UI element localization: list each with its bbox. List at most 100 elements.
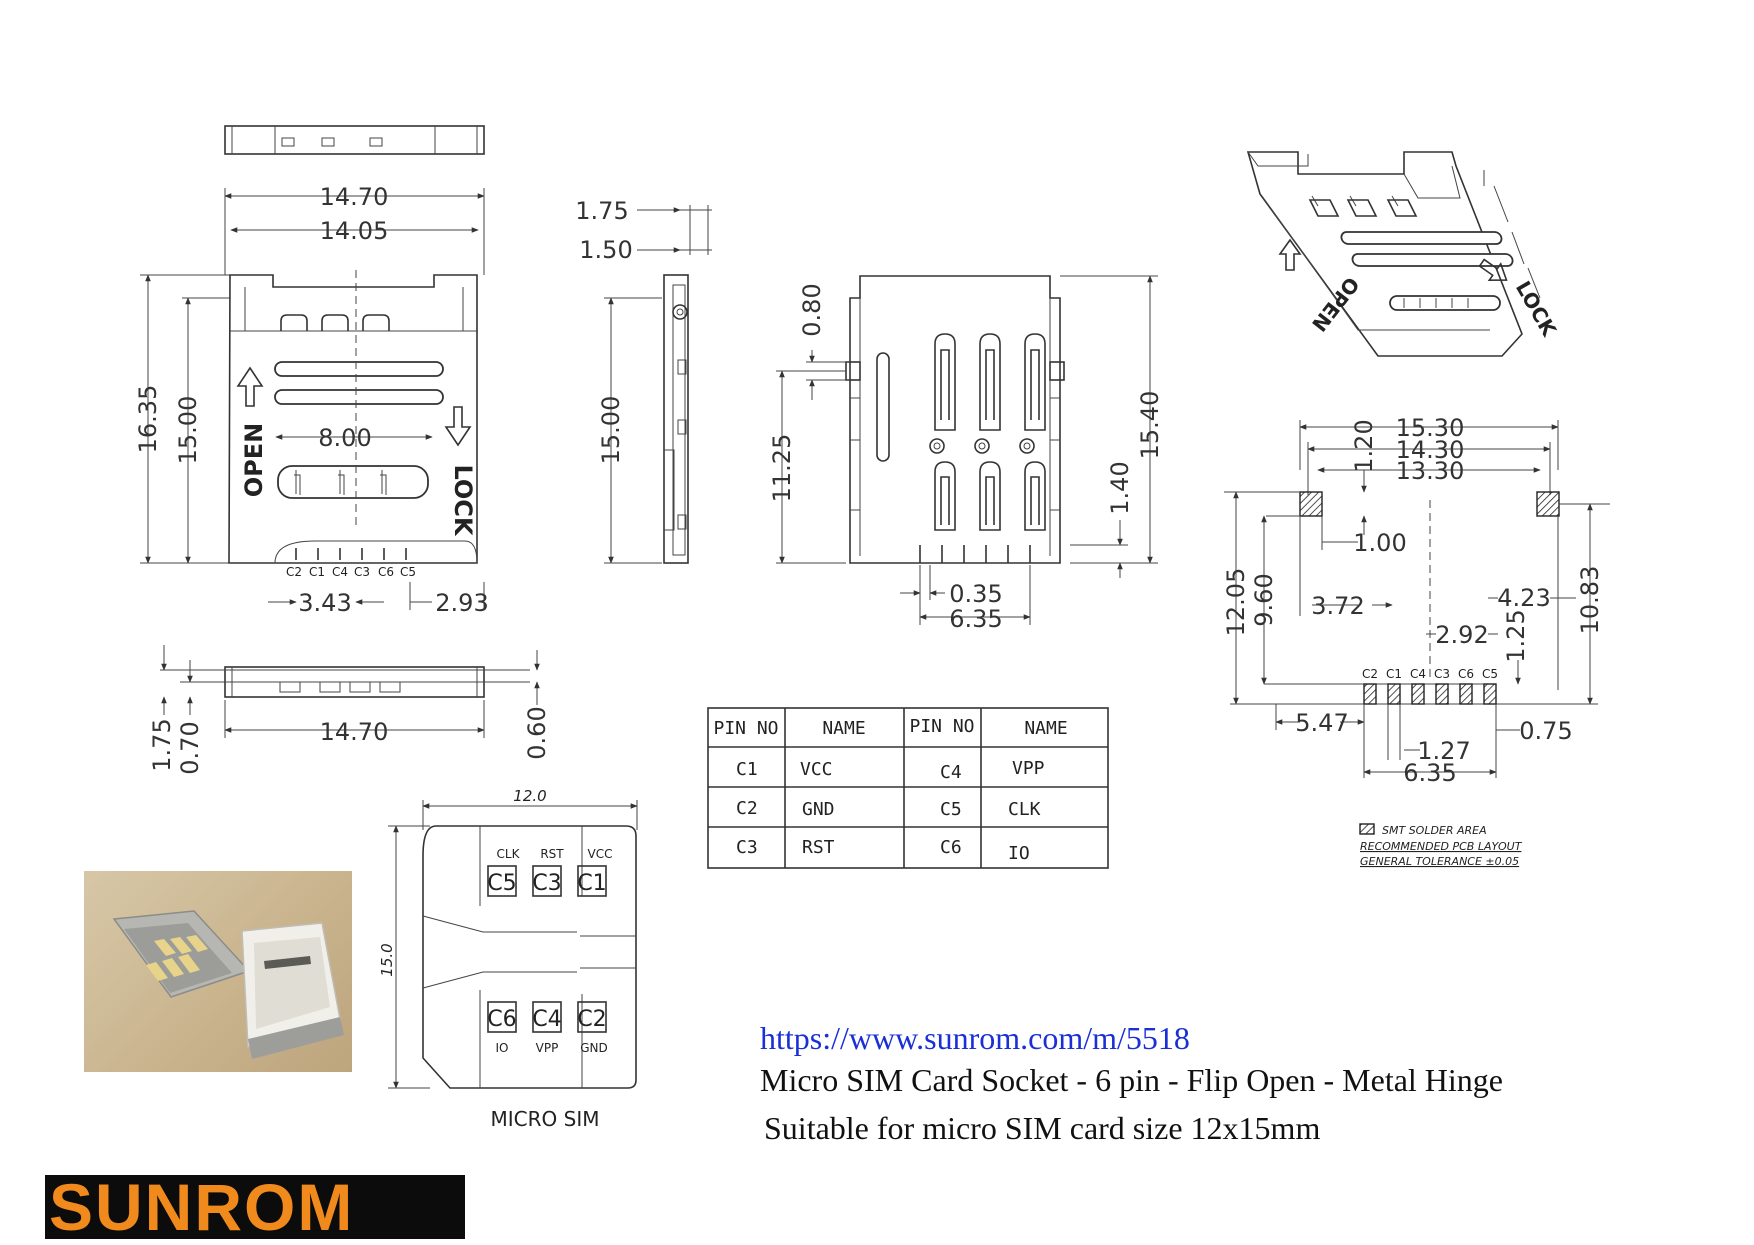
table-header-name-2: NAME (1024, 718, 1067, 739)
dim-14-30: 14.30 (1396, 436, 1465, 464)
micro-sim-diagram: 12.0 15.0 C5 C3 C1 CLK RST VCC C6 C4 C2 … (378, 787, 638, 1131)
socket-side-view: 1.75 1.50 15.00 (575, 197, 712, 564)
pcb-pin-c1: C1 (1386, 667, 1402, 681)
dim-3-72: 3.72 (1311, 592, 1364, 620)
dim-15-00-side: 15.00 (597, 396, 625, 465)
dim-1-50-side: 1.50 (579, 236, 632, 264)
dim-15-00-left: 15.00 (174, 396, 202, 465)
lock-label: LOCK (449, 464, 477, 536)
sim-contact-c2: C2 (577, 1007, 606, 1032)
sim-contact-name-io: IO (496, 1041, 509, 1055)
socket-isometric-view: OPEN LOCK (1246, 151, 1562, 357)
dim-0-35: 0.35 (949, 580, 1002, 608)
table-cell: C2 (736, 798, 758, 819)
dim-16-35: 16.35 (134, 385, 162, 454)
product-photo-illustration (112, 910, 344, 1059)
table-cell: GND (802, 799, 835, 820)
iso-lock-label: LOCK (1511, 277, 1562, 342)
dim-6-35-bottom: 6.35 (949, 605, 1002, 633)
dim-2-92: 2.92 (1435, 621, 1488, 649)
sim-top-contacts: C5 C3 C1 CLK RST VCC (487, 847, 613, 897)
dim-4-23: 4.23 (1497, 584, 1550, 612)
sunrom-logo: SUNROM (45, 1170, 465, 1244)
sim-contact-name-vpp: VPP (536, 1041, 559, 1055)
sim-caption: MICRO SIM (491, 1107, 600, 1131)
open-label: OPEN (240, 423, 268, 497)
sim-contact-c5: C5 (487, 871, 516, 896)
product-subtitle: Suitable for micro SIM card size 12x15mm (764, 1110, 1321, 1146)
table-cell: CLK (1008, 799, 1041, 820)
table-cell: C5 (940, 799, 962, 820)
socket-bottom-view: 0.80 11.25 15.40 1.40 0.35 6.35 (768, 275, 1164, 633)
dim-1-20: 1.20 (1350, 419, 1378, 472)
pin-label-c4-top: C4 (332, 565, 348, 579)
dim-14-70-bottom: 14.70 (320, 718, 389, 746)
sim-contact-name-gnd: GND (580, 1041, 608, 1055)
dim-14-70-top: 14.70 (320, 183, 389, 211)
dim-3-43: 3.43 (298, 589, 351, 617)
sim-contact-name-clk: CLK (497, 847, 521, 861)
sim-contact-c1: C1 (577, 871, 606, 896)
sim-contact-name-rst: RST (540, 847, 564, 861)
dim-14-05: 14.05 (320, 217, 389, 245)
sim-contact-c4: C4 (532, 1007, 561, 1032)
dim-1-75-bottom: 1.75 (148, 718, 176, 771)
pcb-layout: 15.30 14.30 13.30 1.20 1.00 3.72 4.23 2.… (1222, 414, 1610, 868)
table-header-name-1: NAME (822, 718, 865, 739)
table-cell: C6 (940, 837, 962, 858)
dim-0-75: 0.75 (1519, 717, 1572, 745)
bottom-contacts-lower (934, 461, 1046, 531)
table-header-pin-no-2: PIN NO (909, 716, 974, 737)
dim-0-70: 0.70 (176, 721, 204, 774)
sim-bottom-contacts: C6 C4 C2 IO VPP GND (487, 1001, 608, 1055)
pcb-pin-c3: C3 (1434, 667, 1450, 681)
pin-label-c6-top: C6 (378, 565, 394, 579)
pcb-pin-c5: C5 (1482, 667, 1498, 681)
table-cell: C1 (736, 759, 758, 780)
pcb-pin-c4: C4 (1410, 667, 1426, 681)
sim-height-dim: 15.0 (378, 943, 396, 976)
table-cell: VCC (800, 759, 833, 780)
dim-13-30: 13.30 (1396, 457, 1465, 485)
logo-text: SUNROM (49, 1170, 355, 1244)
note-tolerance: GENERAL TOLERANCE ±0.05 (1360, 855, 1519, 868)
sim-contact-name-vcc: VCC (588, 847, 613, 861)
dim-1-00: 1.00 (1353, 529, 1406, 557)
pcb-pin-c2: C2 (1362, 667, 1378, 681)
table-cell: VPP (1012, 758, 1045, 779)
dim-15-30: 15.30 (1396, 414, 1465, 442)
socket-bottom-side-view: 1.75 0.70 0.60 14.70 (148, 645, 551, 775)
dim-9-60: 9.60 (1250, 573, 1278, 626)
product-photo (84, 871, 352, 1072)
dim-0-80: 0.80 (798, 283, 826, 336)
dim-1-75-side: 1.75 (575, 197, 628, 225)
dim-10-83: 10.83 (1576, 566, 1604, 635)
dim-5-47: 5.47 (1295, 709, 1348, 737)
product-title: Micro SIM Card Socket - 6 pin - Flip Ope… (760, 1062, 1503, 1098)
bottom-contacts-upper (929, 333, 1046, 454)
pin-label-c2-top: C2 (286, 565, 302, 579)
pcb-pad-row (1363, 683, 1497, 705)
pin-table: PIN NO NAME PIN NO NAME C1 VCC C4 VPP C2… (707, 707, 1109, 869)
pcb-pin-c6: C6 (1458, 667, 1474, 681)
note-smt-solder: SMT SOLDER AREA (1382, 824, 1487, 837)
dim-11-25: 11.25 (768, 434, 796, 503)
top-edge-view (224, 125, 485, 155)
table-cell: IO (1008, 843, 1030, 864)
dim-0-60: 0.60 (523, 706, 551, 759)
dim-1-25: 1.25 (1502, 609, 1530, 662)
pin-label-c1-top: C1 (309, 565, 325, 579)
pin-label-c5-top: C5 (400, 565, 416, 579)
dim-2-93: 2.93 (435, 589, 488, 617)
dim-8-00: 8.00 (318, 424, 371, 452)
dim-12-05: 12.05 (1222, 568, 1250, 637)
note-recommended-layout: RECOMMENDED PCB LAYOUT (1360, 840, 1523, 853)
dim-15-40: 15.40 (1136, 391, 1164, 460)
sim-width-dim: 12.0 (513, 787, 546, 805)
table-cell: C3 (736, 837, 758, 858)
table-cell: RST (802, 837, 835, 858)
dim-1-27: 1.27 (1417, 737, 1470, 765)
sim-contact-c6: C6 (487, 1007, 516, 1032)
product-link[interactable]: https://www.sunrom.com/m/5518 (760, 1020, 1190, 1056)
